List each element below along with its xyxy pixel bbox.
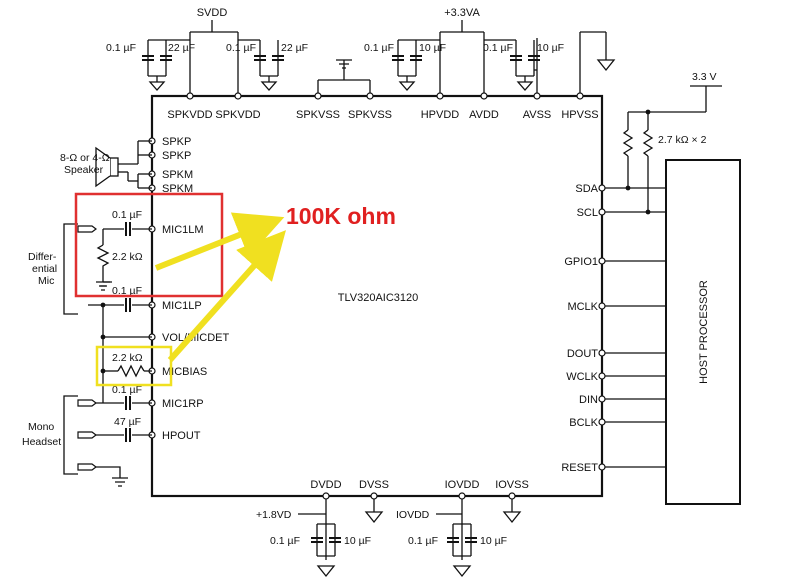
pin-avdd: AVDD [469,109,499,121]
mic-cap-label-2: 0.1 µF [112,285,142,297]
diffmic-label-3: Mic [38,275,54,287]
v33-label: 3.3 V [692,71,717,83]
headset-label-1: Mono [28,421,54,433]
diffmic-label-1: Differ- [28,251,57,263]
v33a-label: +3.3VA [444,7,480,19]
iovdd-rail-label: IOVDD [396,509,430,521]
right-pins: SDA SCL GPIO1 MCLK DOUT WCLK DIN BCLK RE… [561,183,598,474]
annotation-100k: 100K ohm [286,203,396,229]
pin-dvss: DVSS [359,479,389,491]
cap-label-01-d: 0.1 µF [483,42,513,54]
pin-spkm-2: SPKM [162,183,193,195]
mic-cap-label-1: 0.1 µF [112,209,142,221]
pin-mclk: MCLK [567,301,598,313]
headset-cap-label-1: 0.1 µF [112,384,142,396]
cap-label-22-a: 22 µF [168,42,195,54]
headset-label-2: Headset [22,436,61,448]
pullup-label: 2.7 kΩ × 2 [658,134,707,146]
speaker: 8-Ω or 4-Ω Speaker [60,140,152,189]
pin-iovdd: IOVDD [445,479,480,491]
left-pins: SPKP SPKP SPKM SPKM MIC1LM MIC1LP VOL/MI… [162,136,230,442]
pin-hpvss: HPVSS [561,109,598,121]
pin-avss: AVSS [523,109,552,121]
pin-vol-micdet: VOL/MICDET [162,332,230,344]
pin-reset: RESET [561,462,598,474]
speaker-label-2: Speaker [64,164,104,176]
pin-iovss: IOVSS [495,479,529,491]
host-processor-label: HOST PROCESSOR [698,280,710,384]
arrow-2 [167,230,286,362]
cap-label-10-b: 10 µF [537,42,564,54]
bottom-cap-label-10-b: 10 µF [480,535,507,547]
pin-spkvdd-2: SPKVDD [215,109,260,121]
pin-hpvdd: HPVDD [421,109,460,121]
cap-label-01-a: 0.1 µF [106,42,136,54]
pin-spkp-1: SPKP [162,136,191,148]
bottom-pins: DVDD DVSS IOVDD IOVSS [310,479,528,491]
mic-res-label: 2.2 kΩ [112,251,143,263]
cap-label-10-a: 10 µF [419,42,446,54]
v18-label: +1.8VD [256,509,292,521]
yellow-highlight-box [95,345,173,387]
pin-spkvdd-1: SPKVDD [167,109,212,121]
top-pins: SPKVDD SPKVDD SPKVSS SPKVSS HPVDD AVDD A… [167,109,598,121]
pin-mic1lp: MIC1LP [162,300,202,312]
pin-wclk: WCLK [566,371,598,383]
pin-spkvss-2: SPKVSS [348,109,392,121]
mono-headset: 2.2 kΩ 0.1 µF 47 µF Mono Headset [22,302,152,487]
pin-hpout: HPOUT [162,430,201,442]
pin-gpio1: GPIO1 [564,256,598,268]
pin-mic1lm: MIC1LM [162,224,204,236]
svdd-decoupling: 0.1 µF 22 µF 0.1 µF 22 µF [106,39,308,82]
pin-spkp-2: SPKP [162,150,191,162]
cap-label-22-b: 22 µF [281,42,308,54]
pin-bclk: BCLK [569,417,598,429]
pin-micbias: MICBIAS [162,366,207,378]
svdd-label: SVDD [197,7,228,19]
bottom-cap-label-01-a: 0.1 µF [270,535,300,547]
differential-mic: 0.1 µF 2.2 kΩ 0.1 µF Differ- ential Mic [28,209,152,315]
chip-name: TLV320AIC3120 [338,292,419,304]
pin-dvdd: DVDD [310,479,341,491]
diffmic-label-2: ential [32,263,57,275]
bottom-cap-label-10-a: 10 µF [344,535,371,547]
bottom-cap-label-01-b: 0.1 µF [408,535,438,547]
pin-spkm-1: SPKM [162,169,193,181]
cap-label-01-c: 0.1 µF [364,42,394,54]
pin-dout: DOUT [567,348,598,360]
host-processor-box [665,159,741,505]
pin-sda: SDA [575,183,598,195]
micbias-res-label: 2.2 kΩ [112,352,143,364]
cap-label-01-b: 0.1 µF [226,42,256,54]
pin-mic1rp: MIC1RP [162,398,204,410]
speaker-label-1: 8-Ω or 4-Ω [60,152,110,164]
headset-cap-label-47: 47 µF [114,416,141,428]
avdd-decoupling: 0.1 µF 10 µF 0.1 µF 10 µF [364,39,564,82]
pin-din: DIN [579,394,598,406]
pin-spkvss-1: SPKVSS [296,109,340,121]
pin-scl: SCL [577,207,598,219]
